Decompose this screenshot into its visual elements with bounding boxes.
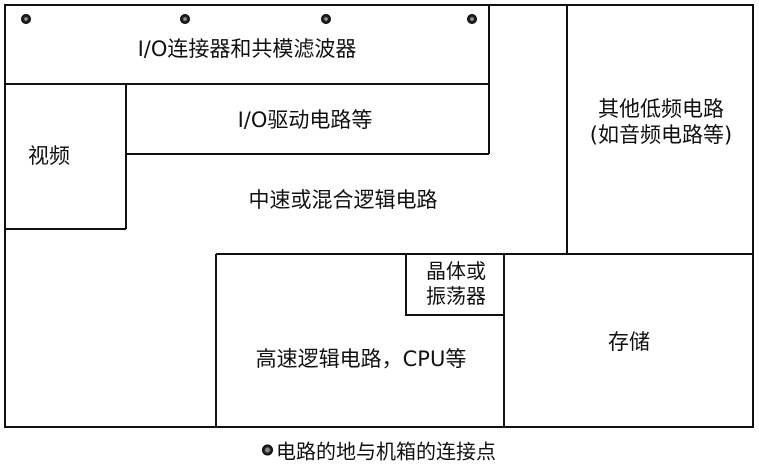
crystal-box [405,253,505,316]
highspeed-label: 高速逻辑电路，CPU等 [255,346,467,371]
ground-point-center [183,17,187,21]
ground-point-center [470,17,474,21]
other-lowfreq-line1: 其他低频电路 [597,96,724,121]
board-outline [4,4,754,428]
legend: 电路的地与机箱的连接点 [262,436,496,465]
ground-point-center [324,17,328,21]
io-driver-label: I/O驱动电路等 [237,107,373,132]
ground-points [21,14,477,24]
legend-text: 电路的地与机箱的连接点 [276,439,496,464]
other-lowfreq-line2: (如音频电路等) [589,123,733,147]
crystal-label: 晶体或 振荡器 [426,259,486,309]
midspeed-label: 中速或混合逻辑电路 [248,187,438,212]
crystal-line2: 振荡器 [426,284,486,308]
crystal-line1: 晶体或 [426,259,486,283]
ground-point-legend-icon [262,444,273,456]
other-lowfreq-label: 其他低频电路 (如音频电路等) [590,96,732,149]
storage-label: 存储 [608,329,650,354]
io-connector-label: I/O连接器和共模滤波器 [137,36,357,61]
video-label: 视频 [28,143,70,168]
ground-point-center [24,17,28,21]
